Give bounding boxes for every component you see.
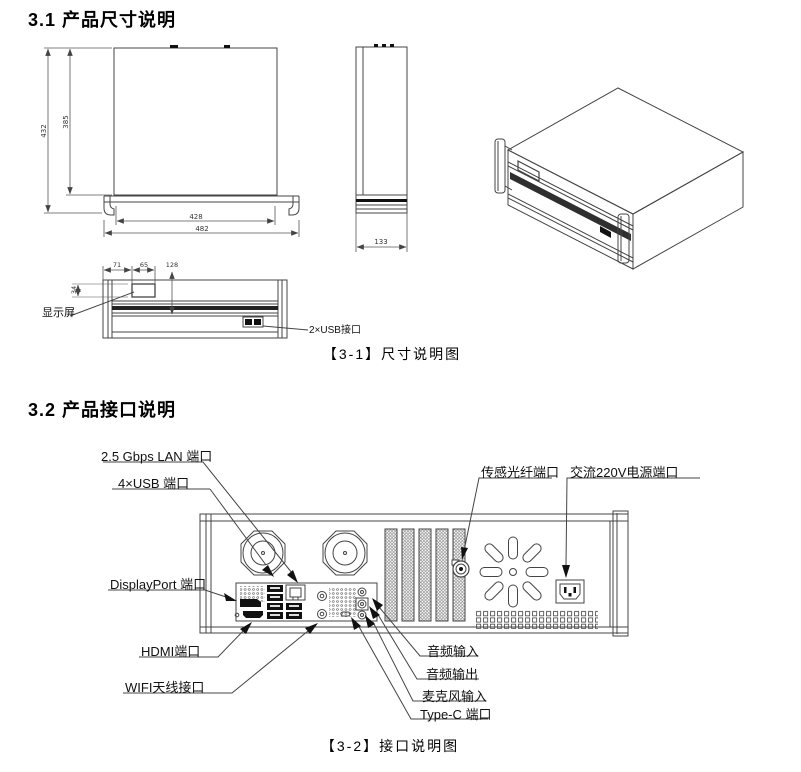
chassis-right-face <box>632 151 744 270</box>
dim-display-width: 65 <box>140 261 148 269</box>
fan-grille-icon <box>322 530 368 576</box>
label-fiber-port: 传感光纤端口 <box>481 465 560 480</box>
rear-panel-drawing <box>199 510 629 637</box>
rear-ear-right <box>612 510 629 637</box>
display-window <box>131 283 156 298</box>
usb-port-stack <box>267 585 302 619</box>
label-hdmi-port: HDMI端口 <box>141 644 201 659</box>
side-view-drawing: 133 <box>355 44 408 252</box>
radial-vent-icon <box>479 536 549 608</box>
label-power-port: 交流220V电源端口 <box>570 465 679 480</box>
label-usb-ports: 4×USB 端口 <box>118 476 190 491</box>
section-3-2-heading: 3.2 产品接口说明 <box>28 400 177 420</box>
front-usb-block <box>600 226 611 238</box>
leader-lines <box>103 461 700 720</box>
leader-display <box>69 291 135 317</box>
latch-tick <box>224 45 230 48</box>
mount-ear-left <box>103 196 115 216</box>
wifi-antenna-connectors <box>317 591 327 619</box>
label-lan-port: 2.5 Gbps LAN 端口 <box>101 449 213 464</box>
front-vent-strip <box>510 172 631 241</box>
label-mic-in: 麦克风输入 <box>422 689 488 704</box>
dim-outer-width: 482 <box>195 225 208 233</box>
dim-display-offset: 71 <box>113 261 121 269</box>
dimension-lines <box>72 266 175 315</box>
dim-inner-width: 428 <box>189 213 202 221</box>
fiber-port-icon <box>451 559 470 578</box>
leader-arrowheads <box>224 547 570 634</box>
lan-port-icon <box>285 584 306 601</box>
leader-front-usb <box>262 325 309 331</box>
section-3-1-heading: 3.1 产品尺寸说明 <box>28 10 177 30</box>
audio-jacks <box>355 587 369 620</box>
label-audio-in: 音频输入 <box>427 644 480 659</box>
label-front-usb: 2×USB接口 <box>309 325 361 336</box>
vent-strip <box>112 306 278 310</box>
dim-display-height: 34 <box>70 286 78 294</box>
rack-ear-left <box>494 138 506 194</box>
power-inlet-icon <box>555 579 585 604</box>
front-view-drawing: 432 385 428 482 <box>40 45 300 237</box>
io-shield <box>234 582 378 622</box>
front-display-window <box>517 160 540 182</box>
rack-ear-right <box>617 213 630 264</box>
iso-view-drawing <box>494 87 745 270</box>
latch-tick <box>170 45 178 48</box>
label-wifi-antenna: WIFI天线接口 <box>125 680 205 695</box>
chassis-front-face <box>507 149 634 270</box>
displayport-port-icon <box>240 599 261 607</box>
label-displayport: DisplayPort 端口 <box>110 577 207 592</box>
fan-grille-icon <box>240 530 286 576</box>
hdmi-port-icon <box>243 611 263 618</box>
figure-3-2-caption: 【3-2】接口说明图 <box>320 738 460 754</box>
dimension-lines <box>44 47 300 237</box>
front-panel-drawing: 71 65 128 34 <box>69 261 309 339</box>
type-c-port-icon <box>340 611 351 617</box>
vent-hole-grid <box>476 610 598 629</box>
front-usb-ports <box>242 316 264 328</box>
dim-inner-height: 385 <box>62 115 70 128</box>
dim-depth: 133 <box>374 238 387 246</box>
slot-vents <box>384 528 466 622</box>
mount-ear-right <box>288 196 300 216</box>
dim-front-height: 128 <box>166 261 178 269</box>
dim-outer-height: 432 <box>40 124 48 137</box>
label-display-screen: 显示屏 <box>42 307 75 319</box>
label-audio-out: 音频输出 <box>426 667 479 682</box>
label-type-c: Type-C 端口 <box>420 707 492 722</box>
figure-3-1-caption: 【3-1】尺寸说明图 <box>322 346 462 362</box>
